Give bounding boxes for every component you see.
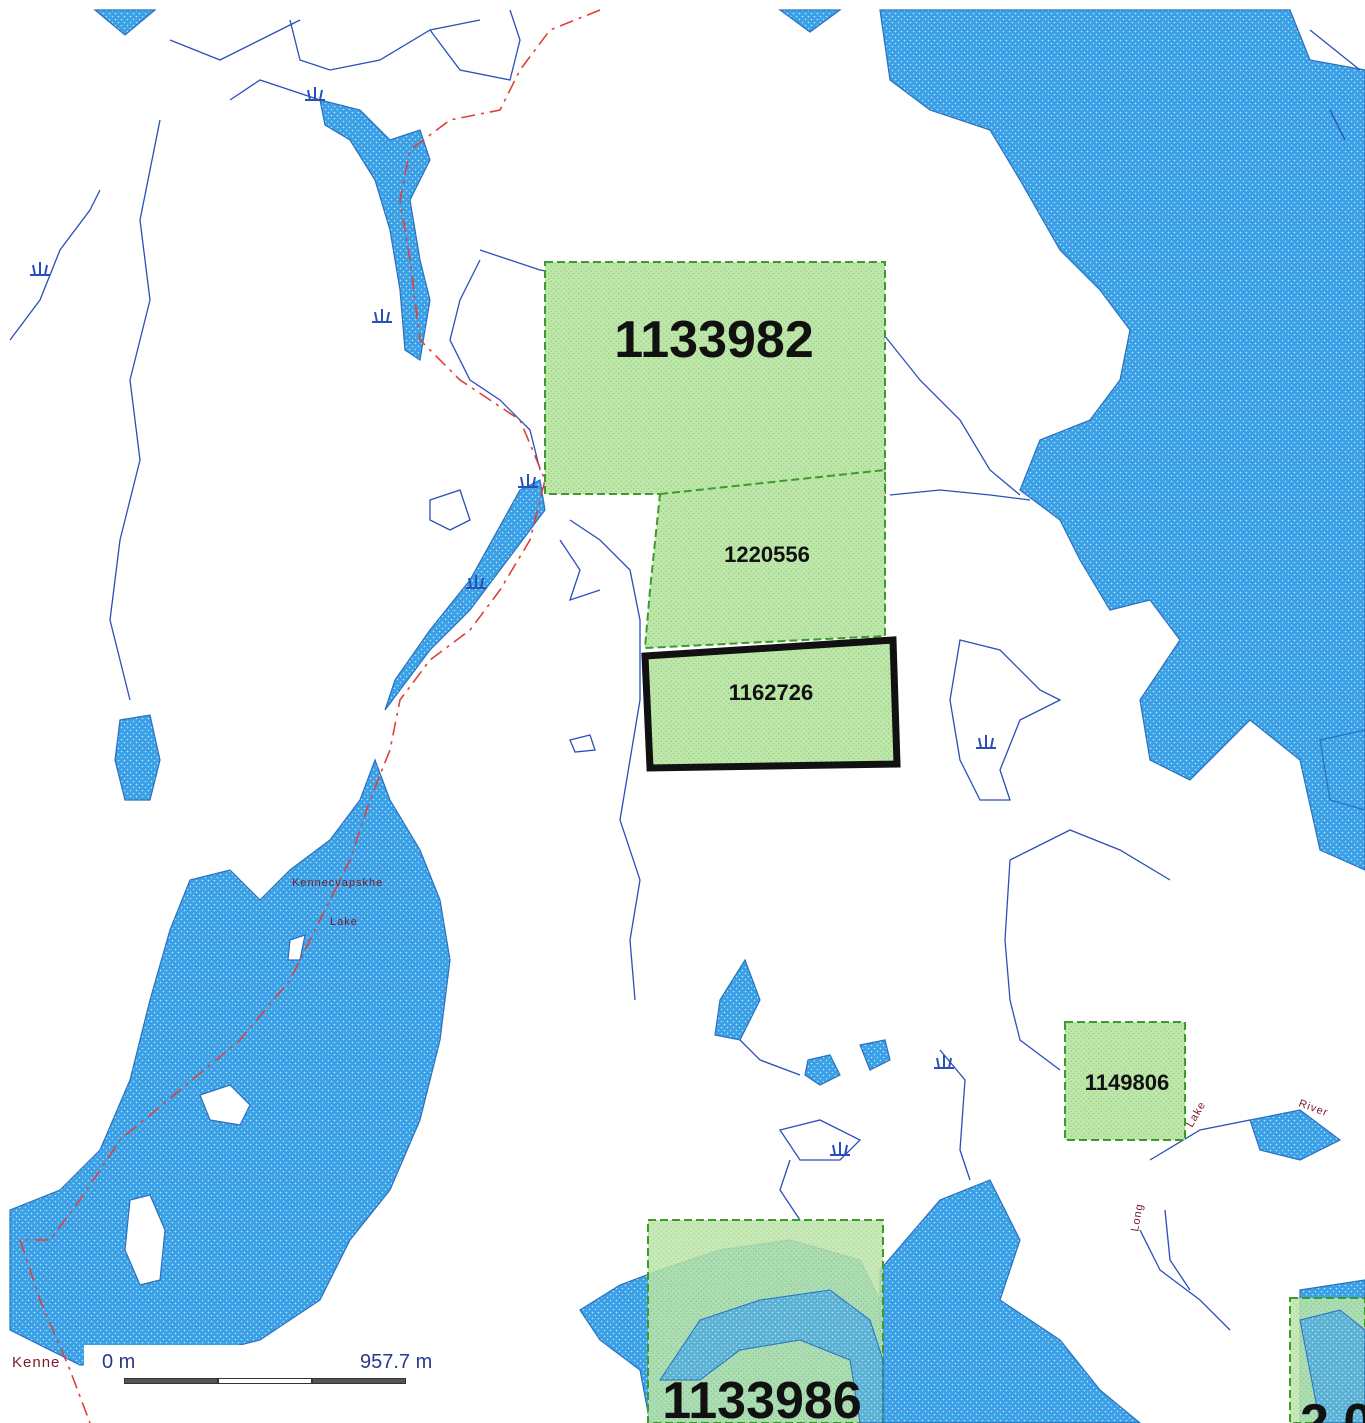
marsh-icon bbox=[305, 87, 325, 101]
place-kenne-label: Kenne bbox=[12, 1354, 61, 1371]
claim-1149806[interactable] bbox=[1064, 1021, 1186, 1141]
marsh-icon bbox=[372, 309, 392, 323]
claims bbox=[544, 261, 1365, 1423]
claim-1133982[interactable] bbox=[544, 261, 886, 495]
scale-segment bbox=[218, 1378, 312, 1384]
claim-label-partial: 2 0 bbox=[1300, 1394, 1365, 1423]
scale-start-label: 0 m bbox=[102, 1351, 136, 1373]
claim-label-1133986: 1133986 bbox=[662, 1372, 862, 1423]
scale-bar: 0 m 957.7 m bbox=[84, 1345, 464, 1393]
scale-end-label: 957.7 m bbox=[360, 1351, 433, 1373]
marsh-icon bbox=[934, 1055, 954, 1069]
islands bbox=[124, 934, 306, 1286]
marsh-icon bbox=[518, 474, 538, 488]
claim-1162726[interactable] bbox=[641, 636, 901, 772]
marsh-symbols bbox=[30, 87, 996, 1156]
lake-name-label: Kennecvapskhe bbox=[292, 877, 383, 889]
lake-word-label: Lake bbox=[330, 916, 358, 928]
marsh-icon bbox=[30, 262, 50, 276]
scale-segment bbox=[124, 1378, 218, 1384]
claim-label-1149806: 1149806 bbox=[1085, 1070, 1169, 1095]
trail bbox=[19, 9, 601, 1423]
marsh-icon bbox=[466, 575, 486, 589]
river-lake-label: Lake bbox=[1184, 1099, 1208, 1129]
streams bbox=[9, 9, 1361, 1331]
marsh-icon bbox=[830, 1142, 850, 1156]
claim-water bbox=[659, 1289, 1365, 1423]
river-long-label: Long bbox=[1129, 1202, 1146, 1232]
claim-label-1133982: 1133982 bbox=[614, 311, 814, 369]
scale-segment bbox=[312, 1378, 406, 1384]
claim-label-1162726: 1162726 bbox=[729, 680, 813, 705]
marsh-icon bbox=[976, 735, 996, 749]
claim-label-1220556: 1220556 bbox=[724, 542, 810, 567]
claim-1220556[interactable] bbox=[643, 468, 886, 650]
